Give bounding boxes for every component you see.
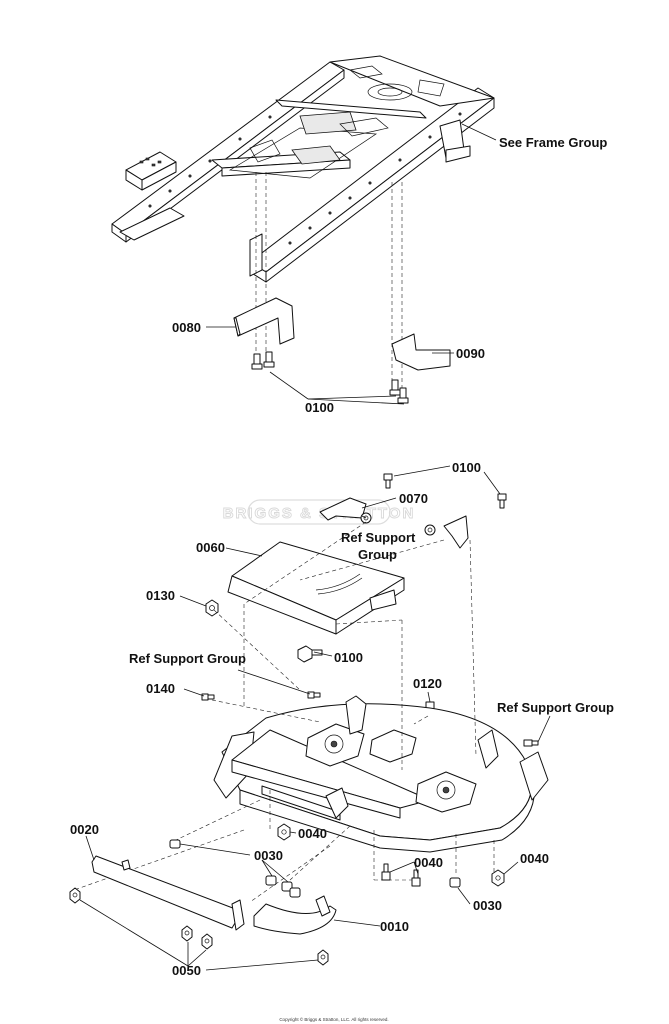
- frame-alignment-lines: [255, 172, 403, 390]
- bracket-0090: [391, 333, 451, 371]
- frame-assembly: [111, 55, 495, 283]
- bolt-ref-support: [307, 691, 321, 699]
- copyright-text: Copyright © Briggs & Stratton, LLC. All …: [279, 1016, 388, 1022]
- label-0070: 0070: [399, 491, 428, 506]
- shield-0080: [233, 297, 295, 345]
- label-see-frame-group: See Frame Group: [499, 135, 607, 150]
- label-0040-c: 0040: [520, 851, 549, 866]
- label-0090: 0090: [456, 346, 485, 361]
- label-ref-support-1-line1: Ref Support: [341, 530, 416, 545]
- label-0100-mid: 0100: [334, 650, 363, 665]
- label-0120: 0120: [413, 676, 442, 691]
- label-ref-support-1-line2: Group: [358, 547, 397, 562]
- bolts-0100-upper: [383, 473, 507, 509]
- bolt-0140: [201, 693, 215, 701]
- bolt-ref-support-right: [523, 739, 539, 747]
- mower-deck: [213, 695, 549, 853]
- deck-alignment-lines: [73, 521, 495, 903]
- bar-0010: [253, 895, 337, 935]
- nuts-0040: [277, 823, 505, 887]
- label-0020: 0020: [70, 822, 99, 837]
- labels: See Frame Group 0080 0090 0100 0100 0070…: [70, 135, 614, 978]
- bolts-0040: [381, 863, 421, 887]
- label-0030-a: 0030: [254, 848, 283, 863]
- label-0100-top: 0100: [305, 400, 334, 415]
- label-0130: 0130: [146, 588, 175, 603]
- label-0040-a: 0040: [298, 826, 327, 841]
- label-0100-upper: 0100: [452, 460, 481, 475]
- label-ref-support-left: Ref Support Group: [129, 651, 246, 666]
- leader-lines: [79, 123, 551, 971]
- label-ref-support-right: Ref Support Group: [497, 700, 614, 715]
- label-0030-b: 0030: [473, 898, 502, 913]
- watermark: BRIGGS & STRATTON: [222, 499, 416, 525]
- bar-0020: [91, 855, 245, 931]
- label-0010: 0010: [380, 919, 409, 934]
- label-0040-b: 0040: [414, 855, 443, 870]
- label-0140: 0140: [146, 681, 175, 696]
- label-0080: 0080: [172, 320, 201, 335]
- bracket-0070: [319, 497, 469, 549]
- cover-0060: [227, 541, 405, 635]
- spacers-0030: [169, 839, 461, 898]
- bolt-0100-mid: [297, 645, 323, 663]
- nuts-0050: [69, 887, 329, 966]
- nut-0130: [205, 599, 219, 617]
- watermark-text: BRIGGS & STRATTON: [223, 505, 416, 522]
- label-0060: 0060: [196, 540, 225, 555]
- label-0050: 0050: [172, 963, 201, 978]
- bolts-0100-top: [251, 351, 409, 404]
